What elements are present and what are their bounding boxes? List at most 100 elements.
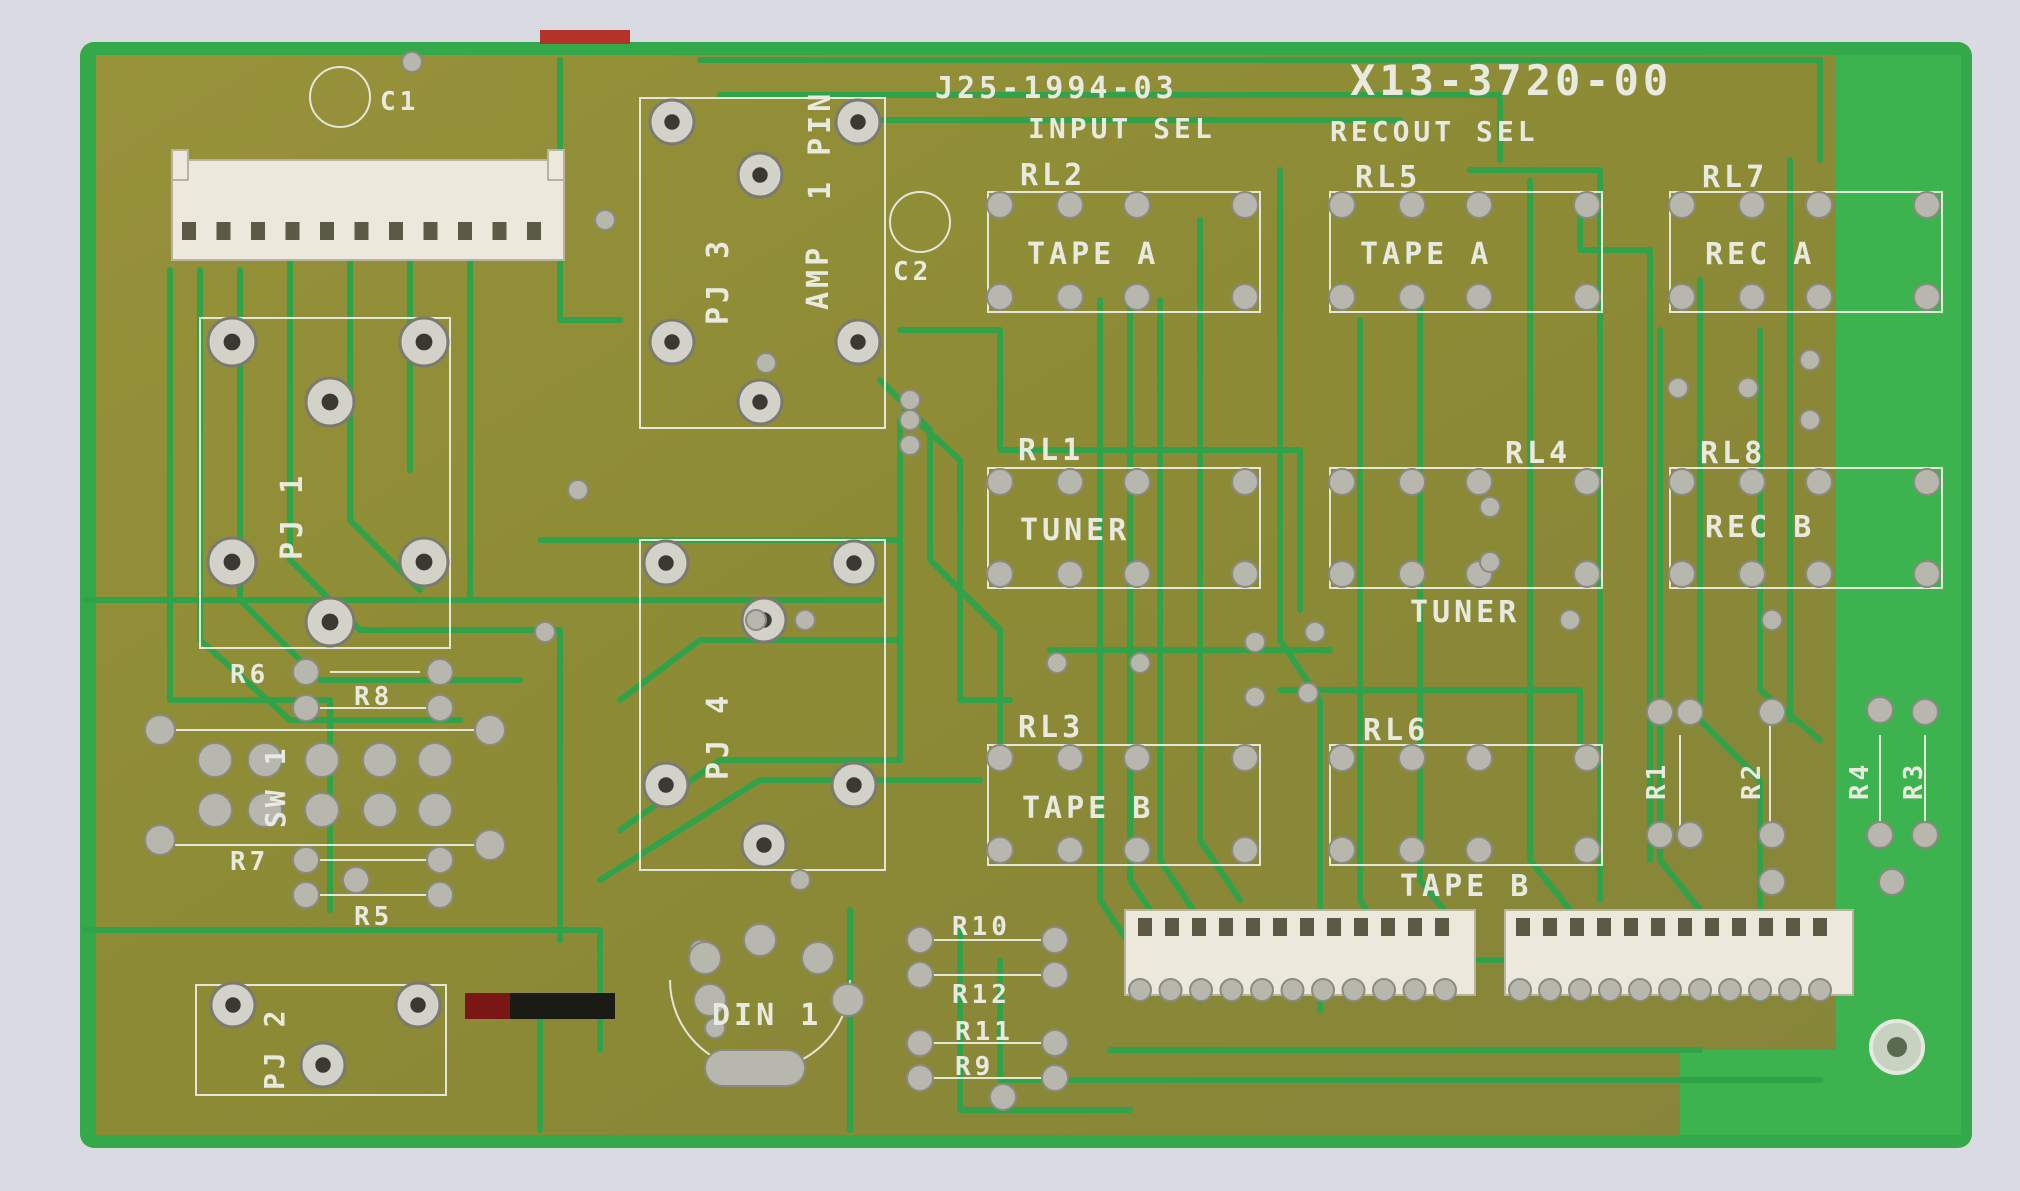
jack-hole (225, 997, 241, 1013)
solder-pad (426, 658, 454, 686)
silkscreen-labels: J25-1994-03 X13-3720-00 INPUT SEL RECOUT… (230, 56, 1929, 1090)
rl3-outline (987, 744, 1261, 866)
solder-pad (1328, 283, 1356, 311)
solder-pads (144, 51, 1941, 1111)
solder-pad (417, 792, 453, 828)
solder-pad (1913, 191, 1941, 219)
connector-pin (320, 222, 334, 240)
solder-pad (1328, 744, 1356, 772)
solder-pad (906, 1029, 934, 1057)
solder-pad (906, 961, 934, 989)
solder-pad (986, 836, 1014, 864)
solder-pad (1231, 468, 1259, 496)
solder-pad (1573, 560, 1601, 588)
solder-pad (1758, 698, 1786, 726)
pj2-outline (195, 984, 447, 1096)
solder-pad (1465, 283, 1493, 311)
solder-pad (1598, 978, 1622, 1002)
solder-pad (1668, 191, 1696, 219)
solder-pad (1328, 468, 1356, 496)
pj1-outline (199, 317, 451, 649)
solder-pad (1041, 926, 1069, 954)
relay-func-rl6: TAPE B (1400, 869, 1532, 904)
solder-pad (1676, 821, 1704, 849)
solder-pad (1628, 978, 1652, 1002)
connector-pin (1138, 918, 1152, 936)
jack-hole (846, 555, 862, 571)
solder-pad (986, 468, 1014, 496)
connector-pin (1165, 918, 1179, 936)
solder-pad (292, 881, 320, 909)
solder-pad (1123, 468, 1151, 496)
solder-pad (1646, 698, 1674, 726)
rl6-outline (1329, 744, 1603, 866)
solder-pad (304, 742, 340, 778)
solder-pad (1328, 191, 1356, 219)
connector-pin (1246, 918, 1260, 936)
solder-pad (899, 434, 921, 456)
solder-pad (1231, 191, 1259, 219)
solder-pad (986, 191, 1014, 219)
solder-pad (1433, 978, 1457, 1002)
solder-pad (1041, 1029, 1069, 1057)
jack-hole (752, 394, 768, 410)
solder-pad (1479, 496, 1501, 518)
solder-pad (197, 792, 233, 828)
solder-pad (989, 1083, 1017, 1111)
relay-func-rl4: TUNER (1410, 595, 1520, 630)
part-number-right: X13-3720-00 (1350, 56, 1672, 105)
relay-ref-rl3: RL3 (1018, 710, 1084, 745)
c1-outline (309, 66, 371, 128)
solder-pad (1123, 560, 1151, 588)
connector-pin (1651, 918, 1665, 936)
solder-pad (789, 869, 811, 891)
solder-pad (1231, 283, 1259, 311)
connector-pin (285, 222, 300, 240)
label-amp: AMP (801, 244, 836, 310)
solder-pad (1056, 283, 1084, 311)
connector-pin (1408, 918, 1422, 936)
label-c1: C1 (380, 87, 419, 117)
jack-hole (664, 114, 680, 130)
solder-pad (1718, 978, 1742, 1002)
solder-pad (1799, 349, 1821, 371)
solder-pad (1465, 744, 1493, 772)
relay-func-rl7: REC A (1705, 237, 1815, 272)
solder-pad (1398, 560, 1426, 588)
solder-pad (1799, 409, 1821, 431)
connector-pin (389, 222, 403, 240)
solder-pad (1328, 560, 1356, 588)
solder-pad (1398, 836, 1426, 864)
label-r12: R12 (952, 980, 1011, 1010)
solder-pad (906, 1064, 934, 1092)
label-pj1: PJ 1 (275, 472, 310, 560)
solder-pad (1688, 978, 1712, 1002)
connector-pin (1327, 918, 1341, 936)
solder-pad (1573, 191, 1601, 219)
solder-pad (401, 51, 423, 73)
solder-pad (247, 792, 283, 828)
solder-pad (906, 926, 934, 954)
solder-pad (1913, 283, 1941, 311)
solder-pad (1244, 631, 1266, 653)
solder-pad (1280, 978, 1305, 1002)
label-r3: R3 (1899, 761, 1929, 800)
red-component-edge (540, 30, 630, 44)
jack-hole (850, 114, 866, 130)
solder-pad (1311, 978, 1335, 1002)
relay-ref-rl7: RL7 (1702, 160, 1768, 195)
label-r11: R11 (955, 1017, 1014, 1047)
label-c2: C2 (893, 257, 932, 287)
solder-pad (1128, 978, 1152, 1002)
solder-pad (426, 846, 454, 874)
solder-pad (986, 744, 1014, 772)
relay-func-rl2: TAPE A (1027, 237, 1159, 272)
relay-ref-rl1: RL1 (1018, 433, 1084, 468)
solder-pad (704, 1017, 726, 1039)
connector-pin (527, 222, 541, 240)
solder-pad (1046, 652, 1068, 674)
relay-ref-rl6: RL6 (1363, 713, 1429, 748)
solder-pad (1667, 377, 1689, 399)
jack-hole (846, 777, 862, 793)
mounting-hole (1869, 1019, 1925, 1075)
